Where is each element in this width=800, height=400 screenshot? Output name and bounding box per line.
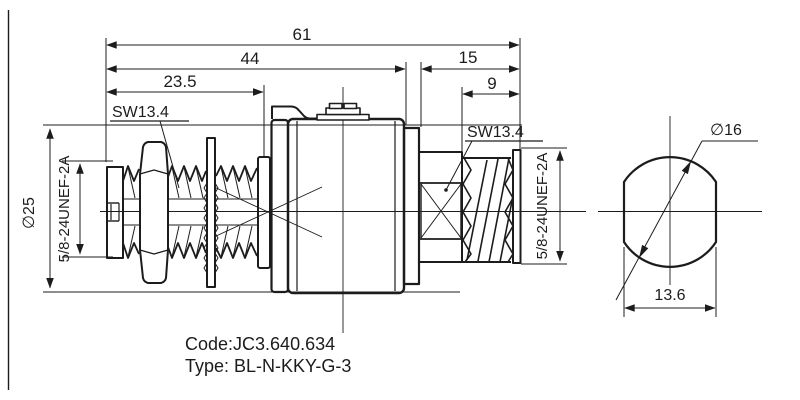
dim-44-label: 44 <box>241 49 260 68</box>
lock-washer <box>203 137 219 288</box>
right-thread <box>462 157 514 263</box>
dim-body-length: 44 <box>106 49 406 73</box>
dim-61-label: 61 <box>293 25 312 44</box>
right-hex-section <box>418 151 463 263</box>
type-label: Type: BL-N-KKY-G-3 <box>185 356 351 376</box>
hex-nut <box>139 141 169 284</box>
thread-flank-lines-b <box>171 166 204 258</box>
thread-flange <box>257 156 271 269</box>
end-face <box>512 149 522 264</box>
section-cross-line-2 <box>213 186 323 238</box>
sw-left-label: SW13.4 <box>112 104 169 121</box>
dim-right-thread-spec: 5/8-24UNEF-2A <box>534 150 564 262</box>
dimensions: 61 44 15 23.5 9 SW13.4 SW13.4 <box>21 25 742 317</box>
diameter-leader <box>615 140 758 301</box>
coupling-end <box>106 166 124 259</box>
callout-left-wrench: SW13.4 <box>110 104 189 189</box>
dia-16-label: ∅16 <box>710 122 742 139</box>
footer-text: Code:JC3.640.634 Type: BL-N-KKY-G-3 <box>185 334 351 376</box>
dim-left-thread-spec: 5/8-24UNEF-2A <box>56 156 84 263</box>
dia-25-label: ∅25 <box>21 197 38 229</box>
side-view <box>106 102 522 295</box>
sw-right-label: SW13.4 <box>467 124 524 141</box>
dim-right-thread-length: 9 <box>462 74 520 98</box>
body-flange <box>270 118 290 294</box>
dim-overall-length: 61 <box>106 25 520 49</box>
dim-13-6-label: 13.6 <box>654 287 685 304</box>
end-view <box>615 140 758 301</box>
ground-tab <box>271 105 317 120</box>
callout-right-wrench: SW13.4 <box>444 124 543 192</box>
dim-right-section: 15 <box>421 48 520 73</box>
right-thread-spec-label: 5/8-24UNEF-2A <box>534 153 551 260</box>
extension-lines <box>62 38 717 317</box>
end-view-outline <box>622 156 718 268</box>
dim-across-flats: 13.6 <box>624 287 716 312</box>
code-label: Code:JC3.640.634 <box>185 334 335 354</box>
main-body <box>286 117 406 295</box>
dim-left-thread-length: 23.5 <box>106 72 264 96</box>
thread-flank-lines-c <box>220 166 253 258</box>
left-thread <box>122 165 258 259</box>
left-thread-spec-label: 5/8-24UNEF-2A <box>56 156 73 263</box>
dim-23-5-label: 23.5 <box>163 72 196 91</box>
dim-flange-diameter: ∅25 <box>21 128 54 289</box>
top-clamp <box>316 102 370 121</box>
dim-9-label: 9 <box>487 74 496 93</box>
step-ring <box>402 126 421 286</box>
dim-15-label: 15 <box>459 48 478 67</box>
